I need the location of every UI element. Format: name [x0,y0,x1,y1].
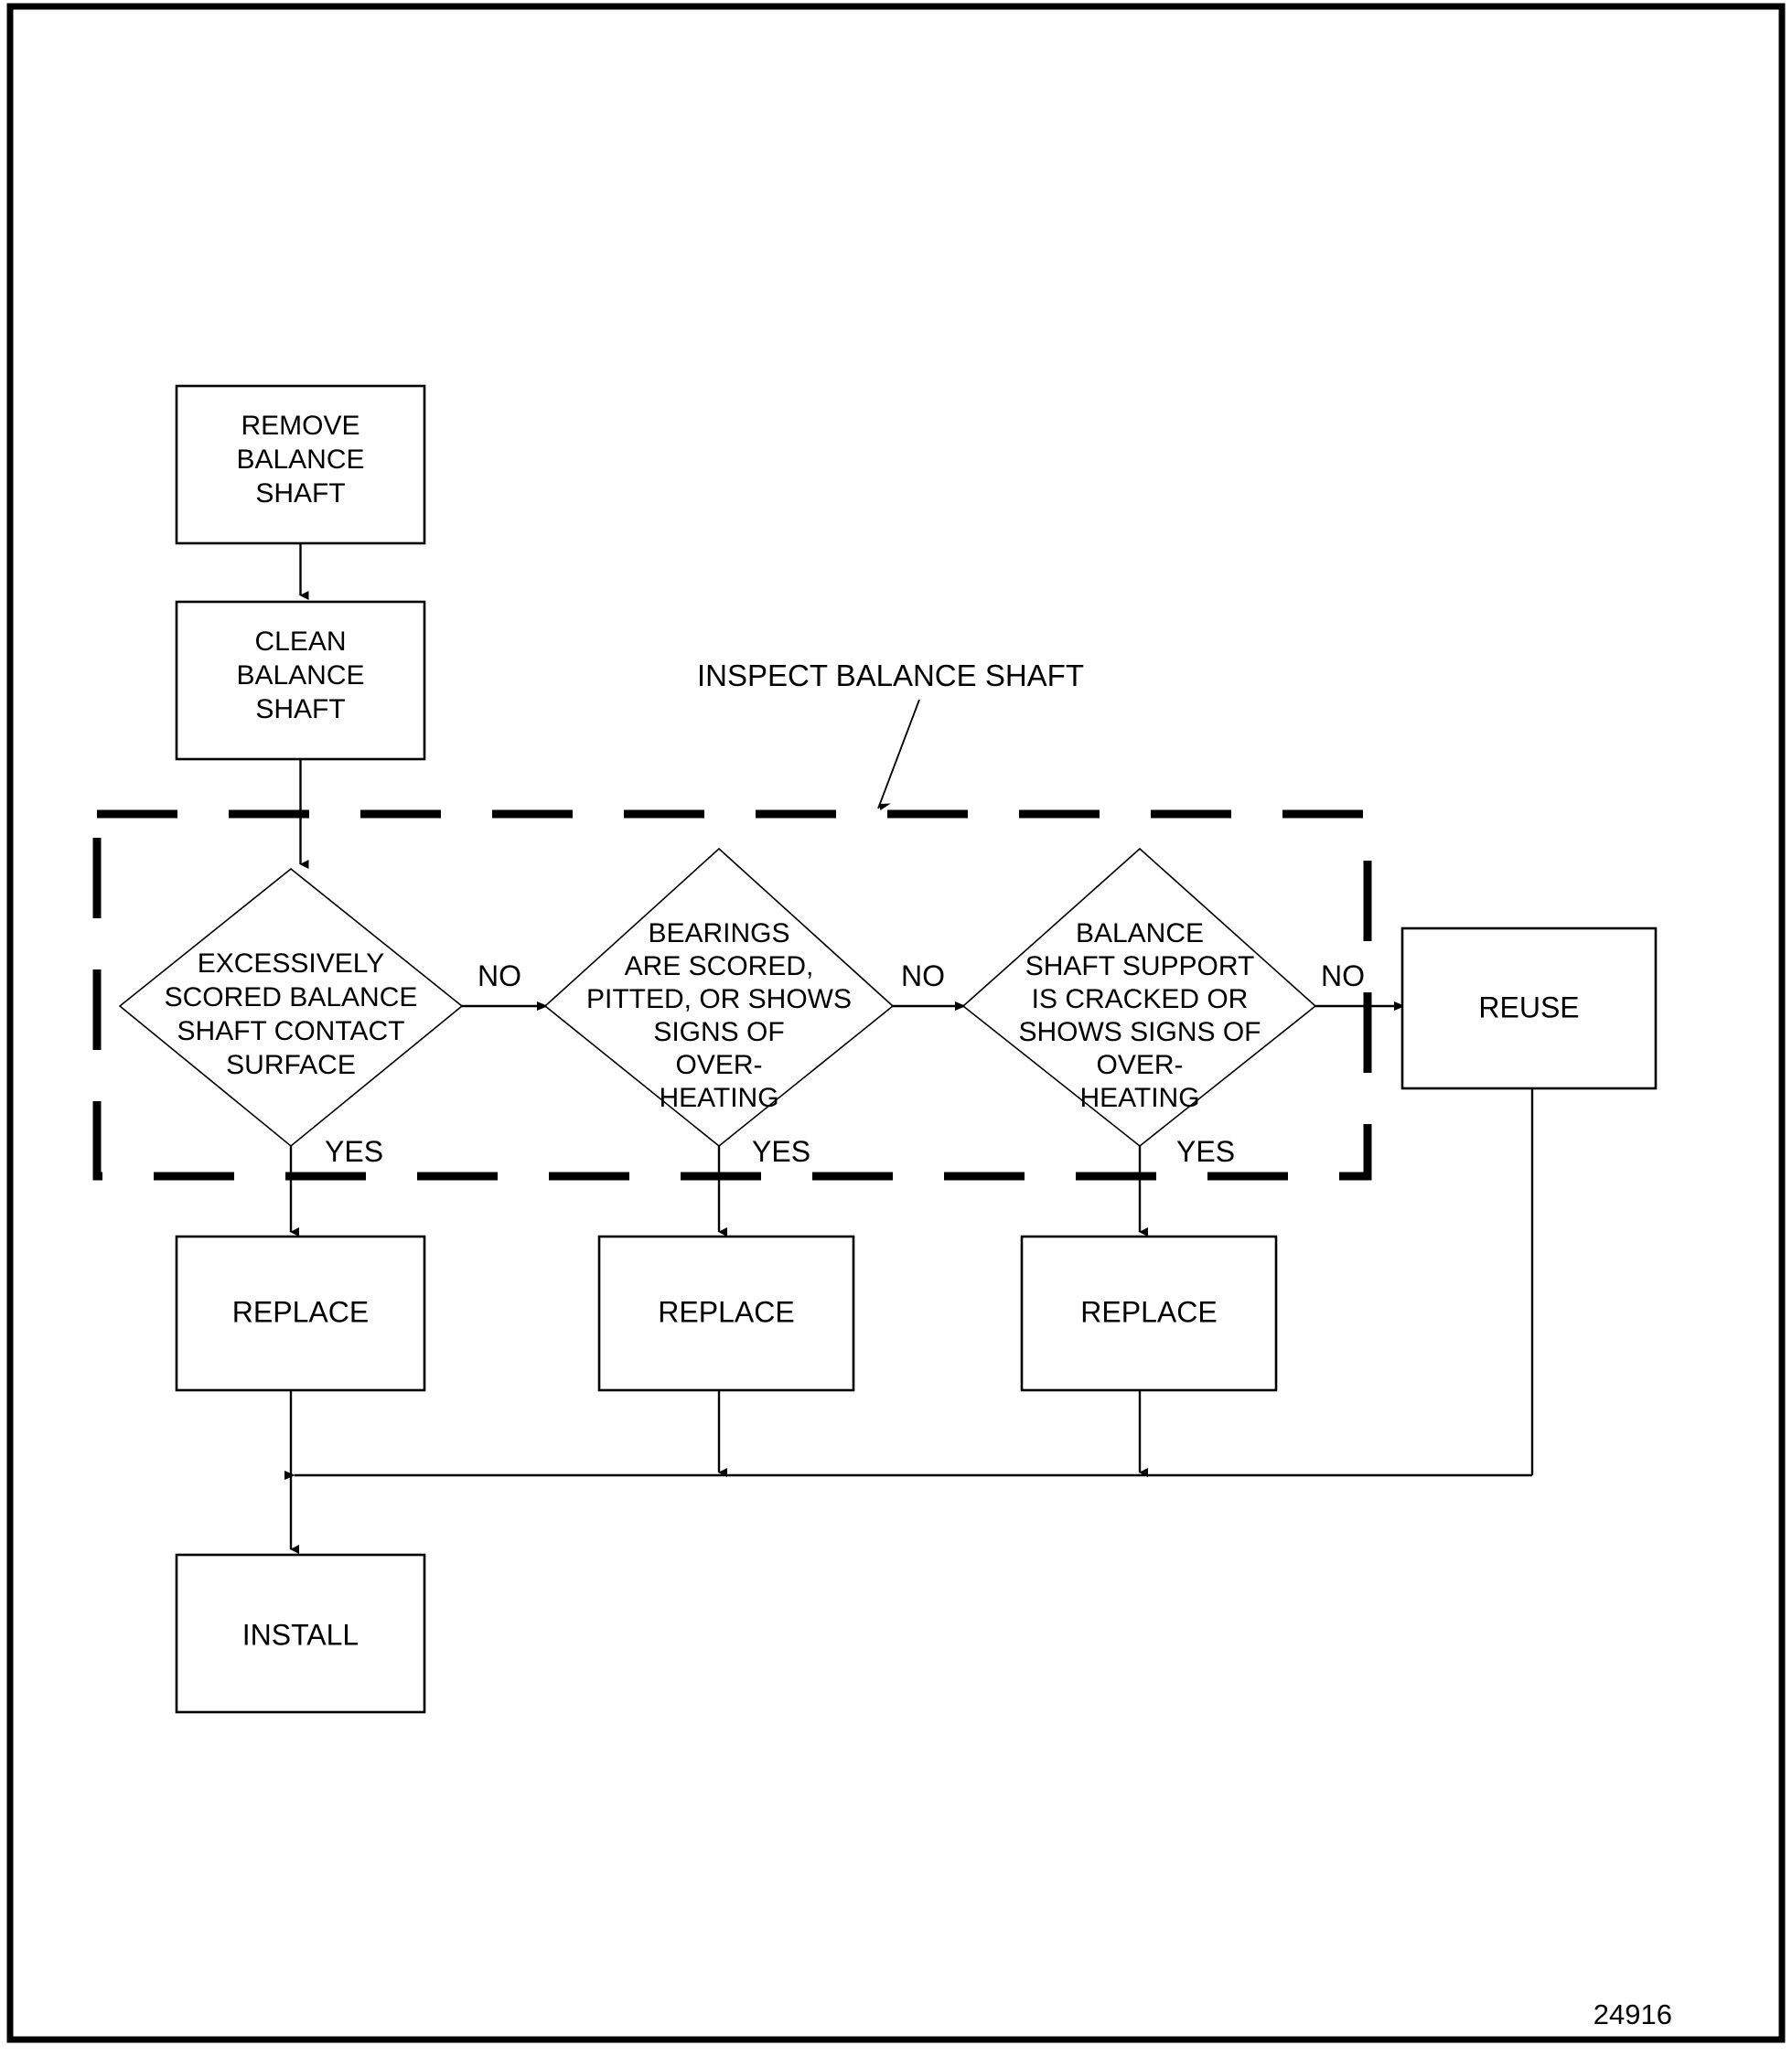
decision2-line-2: ARE SCORED, [625,951,814,981]
remove-balance-shaft-box[interactable] [175,384,426,545]
edge-label-no-2: NO [901,959,945,992]
decision3-line-1: BALANCE [1076,918,1204,948]
inspect-balance-shaft-group-box [92,809,1372,1181]
install-box[interactable] [175,1553,426,1714]
replace-label-1: REPLACE [232,1295,369,1328]
remove-balance-shaft-line-2: BALANCE [236,444,364,475]
decision1-line-4: SURFACE [226,1050,356,1080]
decision3-line-6: HEATING [1079,1083,1199,1113]
decision2-line-4: SIGNS OF [653,1017,784,1047]
clean-balance-shaft-line-2: BALANCE [236,660,364,691]
decision1-line-1: EXCESSIVELY [198,948,385,979]
decision1-line-2: SCORED BALANCE [165,982,418,1012]
decision3-line-3: IS CRACKED OR [1032,984,1249,1014]
edge-label-yes-1: YES [325,1135,383,1168]
install-label: INSTALL [242,1618,359,1651]
edge-label-no-3: NO [1321,959,1365,992]
figure-number: 24916 [1593,1998,1672,2030]
replace-box-2[interactable] [597,1235,855,1392]
decision3-line-5: OVER- [1096,1050,1183,1080]
remove-balance-shaft-line-3: SHAFT [255,478,345,509]
edge-label-no-1: NO [478,959,521,992]
clean-balance-shaft-box[interactable] [175,600,426,761]
replace-box-1[interactable] [175,1235,426,1392]
decision3-line-2: SHAFT SUPPORT [1025,951,1255,981]
decision2-line-1: BEARINGS [648,918,789,948]
decision3-line-4: SHOWS SIGNS OF [1018,1017,1261,1047]
clean-balance-shaft-line-1: CLEAN [254,627,346,657]
decision2-line-3: PITTED, OR SHOWS [586,984,852,1014]
decision1-line-3: SHAFT CONTACT [177,1016,405,1046]
inspect-balance-shaft-callout-label: INSPECT BALANCE SHAFT [697,659,1084,692]
remove-balance-shaft-line-1: REMOVE [241,411,359,441]
clean-balance-shaft-line-3: SHAFT [255,694,345,724]
reuse-label: REUSE [1478,991,1579,1023]
replace-label-3: REPLACE [1080,1295,1217,1328]
reuse-box[interactable] [1400,926,1658,1090]
edge-label-yes-2: YES [752,1135,810,1168]
page-border [6,3,1786,2043]
inspect-balance-shaft-leader-line [877,699,920,810]
edge-label-yes-3: YES [1176,1135,1235,1168]
decision2-line-5: OVER- [675,1050,762,1080]
decision2-line-6: HEATING [659,1083,778,1113]
replace-label-2: REPLACE [658,1295,794,1328]
replace-box-3[interactable] [1020,1235,1278,1392]
